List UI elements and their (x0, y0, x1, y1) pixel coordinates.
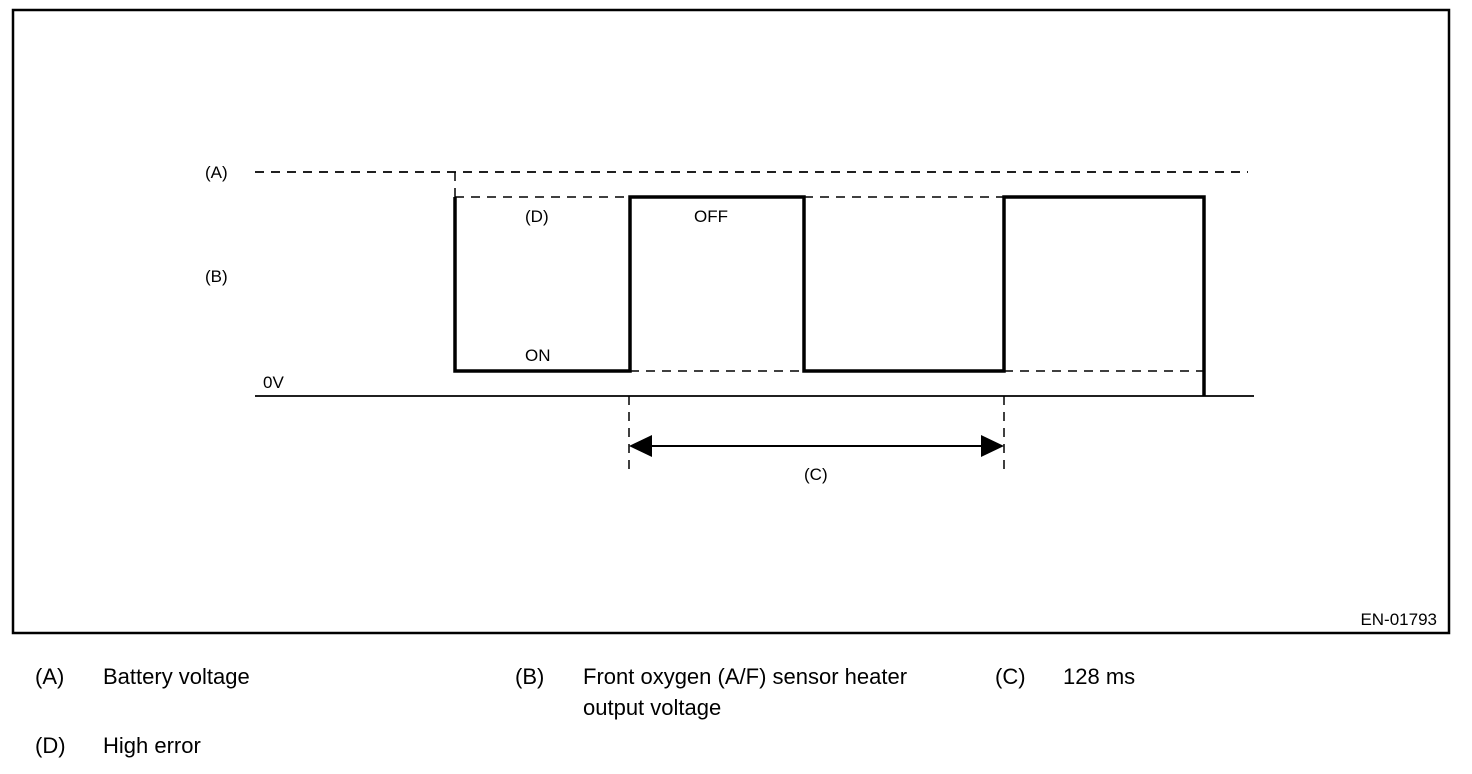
label-d: (D) (525, 207, 549, 226)
legend-key-c: (C) (995, 664, 1026, 689)
legend-item-d: (D) High error (35, 730, 455, 761)
legend-item-b: (B) Front oxygen (A/F) sensor heater out… (515, 661, 975, 723)
state-off-label: OFF (694, 207, 728, 226)
label-a: (A) (205, 163, 228, 182)
legend-text-c: 128 ms (1063, 664, 1136, 689)
state-on-label: ON (525, 346, 551, 365)
period-arrow-left (629, 435, 652, 457)
legend-key-d: (D) (35, 733, 66, 758)
label-c: (C) (804, 465, 828, 484)
legend-item-c: (C) 128 ms (995, 661, 1295, 692)
legend-text-a: Battery voltage (103, 664, 250, 689)
zero-volt-label: 0V (263, 373, 284, 392)
period-arrow-right (981, 435, 1004, 457)
heater-output-waveform (453, 195, 1206, 396)
label-b: (B) (205, 267, 228, 286)
figure-code: EN-01793 (1360, 610, 1437, 629)
legend-text-b: Front oxygen (A/F) sensor heater output … (583, 664, 908, 720)
legend-key-b: (B) (515, 664, 545, 689)
figure-border (11, 8, 1451, 635)
legend-item-a: (A) Battery voltage (35, 661, 455, 692)
legend-key-a: (A) (35, 664, 65, 689)
legend-text-d: High error (103, 733, 201, 758)
